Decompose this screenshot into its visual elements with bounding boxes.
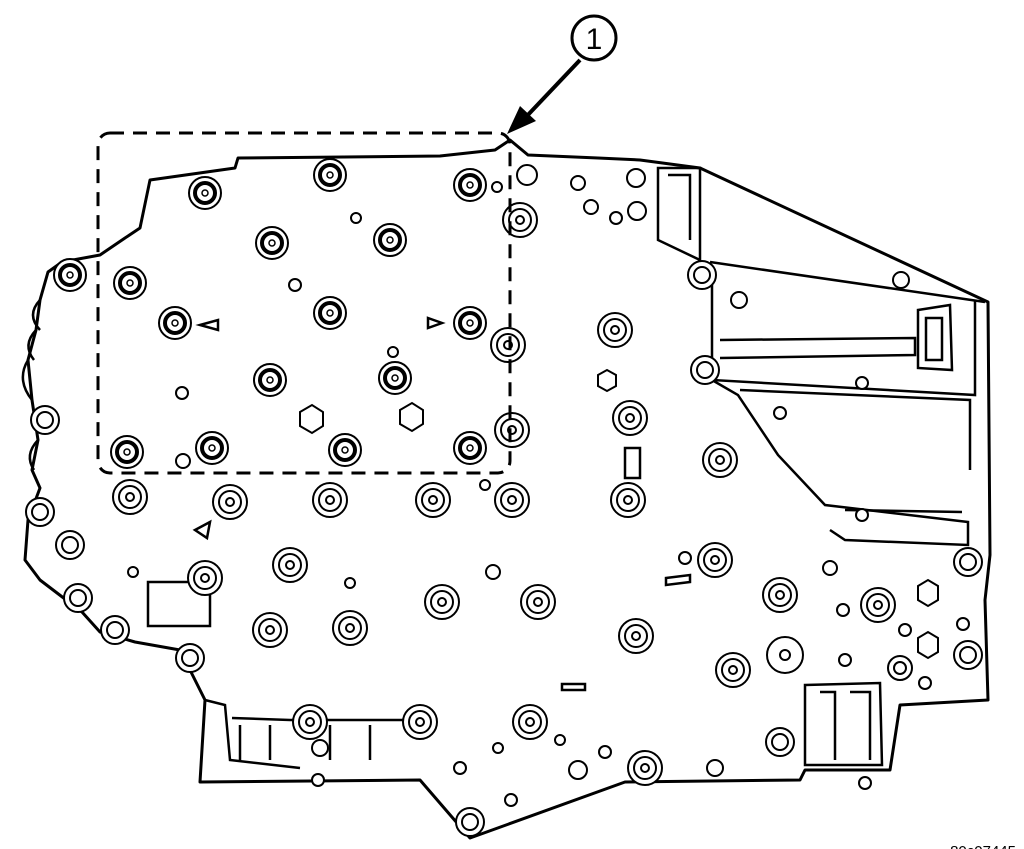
- bolt: [502, 202, 538, 238]
- hex-nuts: [299, 368, 939, 660]
- bolt: [30, 405, 60, 435]
- bolt: [188, 176, 222, 210]
- bolt: [765, 727, 795, 757]
- bolt: [610, 482, 646, 518]
- callout-marker: 1: [570, 14, 618, 62]
- bolt: [453, 431, 487, 465]
- bolt: [332, 610, 368, 646]
- bolt: [253, 363, 287, 397]
- small-holes: [127, 164, 970, 807]
- bolt: [520, 584, 556, 620]
- bolt: [887, 655, 913, 681]
- bolt: [697, 542, 733, 578]
- bolt: [272, 547, 308, 583]
- bolt: [292, 704, 328, 740]
- bolt: [453, 306, 487, 340]
- bolt: [690, 355, 720, 385]
- bolt: [373, 223, 407, 257]
- callout-number: 1: [586, 23, 603, 56]
- bolt: [312, 482, 348, 518]
- bolt: [597, 312, 633, 348]
- bolt: [490, 327, 526, 363]
- bolt: [158, 306, 192, 340]
- bolt: [212, 484, 248, 520]
- bolt: [627, 750, 663, 786]
- bolt-heads-dark: [53, 158, 487, 469]
- bolt-heads-washer: [25, 202, 983, 837]
- bolt: [187, 560, 223, 596]
- figure-code: 80c07445: [950, 843, 1016, 849]
- bolt: [100, 615, 130, 645]
- bolt: [687, 260, 717, 290]
- bolt: [612, 400, 648, 436]
- bolt: [328, 433, 362, 467]
- bolt: [378, 361, 412, 395]
- bolt: [313, 296, 347, 330]
- bolt: [53, 258, 87, 292]
- bolt: [618, 618, 654, 654]
- bolt: [255, 226, 289, 260]
- bolt: [110, 435, 144, 469]
- bolt: [494, 482, 530, 518]
- bolt: [415, 482, 451, 518]
- bolt: [402, 704, 438, 740]
- bolt: [953, 640, 983, 670]
- bolt: [715, 652, 751, 688]
- left-edge-bumps: [21, 299, 41, 471]
- bolt: [63, 583, 93, 613]
- bolt: [512, 704, 548, 740]
- bolt: [424, 584, 460, 620]
- callout-arrow: [507, 58, 582, 134]
- bolt: [175, 643, 205, 673]
- bolt: [860, 587, 896, 623]
- bolt: [55, 530, 85, 560]
- bolt: [112, 479, 148, 515]
- bolt: [494, 412, 530, 448]
- bolt: [252, 612, 288, 648]
- bolt: [455, 807, 485, 837]
- bolt: [453, 168, 487, 202]
- bolt: [953, 547, 983, 577]
- bolt: [113, 266, 147, 300]
- callout-boundary: [96, 131, 512, 475]
- bolt: [313, 158, 347, 192]
- bolt: [25, 497, 55, 527]
- bolt: [702, 442, 738, 478]
- bolt: [195, 431, 229, 465]
- bolt: [762, 577, 798, 613]
- bolt: [766, 636, 804, 674]
